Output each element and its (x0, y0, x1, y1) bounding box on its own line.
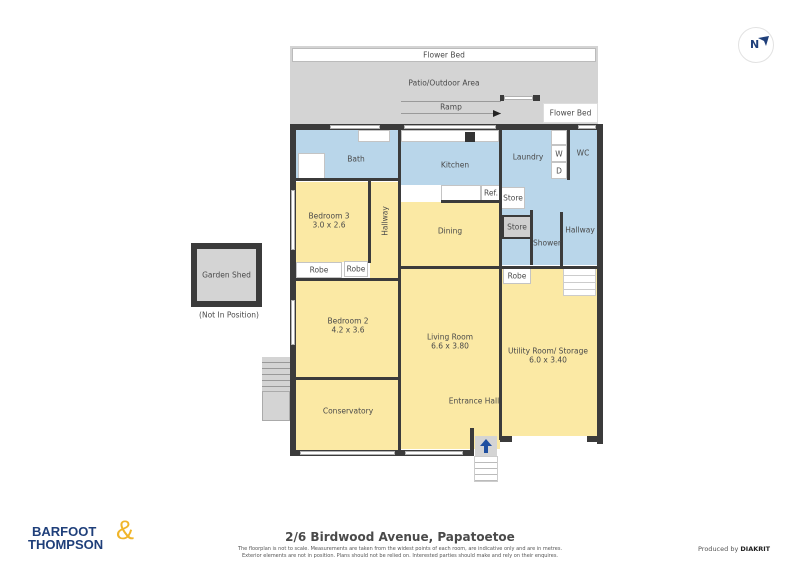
wall-internal (296, 178, 400, 181)
fridge: Ref. (481, 185, 501, 201)
window (405, 451, 463, 455)
robe-1: Robe (296, 262, 342, 278)
patio-label: Patio/Outdoor Area (408, 78, 480, 88)
wall-internal (441, 200, 501, 203)
garden-shed-note: (Not In Position) (199, 310, 259, 320)
robe-2: Robe (344, 261, 368, 277)
label-shower: Shower (533, 238, 561, 248)
washer: W (551, 145, 567, 162)
label-dining: Dining (437, 226, 463, 236)
garden-shed: Garden Shed (191, 243, 262, 307)
disclaimer: The floorplan is not to scale. Measureme… (237, 546, 563, 559)
kitchen-bench (401, 130, 499, 142)
wall-west (290, 124, 296, 456)
entry-arrow-icon (480, 439, 492, 453)
room-dining (400, 202, 500, 267)
label-hallway-right: Hallway (565, 225, 595, 235)
compass: N (738, 27, 774, 63)
entry-stairs (474, 456, 498, 482)
wall-internal (296, 278, 400, 281)
wall-internal (560, 212, 563, 266)
address-title: 2/6 Birdwood Avenue, Papatoetoe (285, 530, 515, 544)
ramp: Ramp (401, 101, 501, 125)
flower-bed-right: Flower Bed (543, 103, 598, 123)
wall-internal (499, 130, 502, 440)
sink-laundry (551, 130, 567, 145)
garage-doors (512, 436, 587, 442)
label-hallway-left: Hallway (380, 206, 390, 236)
brand-logo: BARFOOT THOMPSON & (28, 515, 135, 552)
window (291, 190, 295, 250)
label-entrance: Entrance Hall (448, 396, 500, 406)
store-2: Store (502, 215, 532, 239)
wall-internal (368, 178, 371, 263)
wall-entrance (470, 428, 474, 456)
kitchen-counter (441, 185, 481, 201)
stairs-conservatory (262, 357, 290, 391)
window (404, 125, 496, 129)
wall-internal (567, 130, 570, 180)
room-utility (502, 268, 597, 436)
bath-tub (298, 153, 325, 179)
stairs-utility (563, 268, 596, 296)
wall-internal (400, 266, 600, 269)
window (291, 300, 295, 345)
window (330, 125, 380, 129)
wall-internal (530, 210, 533, 265)
label-bath: Bath (347, 154, 365, 164)
flower-bed-top: Flower Bed (292, 48, 596, 62)
window (300, 451, 395, 455)
ramp-arrow-icon (493, 110, 501, 117)
window (578, 125, 596, 129)
entry-step (475, 436, 497, 456)
produced-by: Produced by DIAKRIT (698, 545, 771, 553)
room-bedroom2 (296, 280, 398, 378)
label-wc: WC (576, 148, 590, 158)
wall-east (597, 124, 603, 444)
wall-internal (398, 130, 401, 452)
room-conservatory (296, 380, 400, 450)
compass-letter: N (750, 38, 760, 51)
room-bedroom3 (296, 182, 370, 262)
label-conservatory: Conservatory (322, 406, 374, 416)
room-hallway-left (370, 182, 398, 278)
ramp-landing (500, 95, 540, 125)
cooktop-icon (465, 132, 475, 142)
landing-conservatory (262, 391, 290, 421)
label-kitchen: Kitchen (440, 160, 470, 170)
store-1: Store (501, 187, 525, 209)
robe-3: Robe (503, 268, 531, 284)
vanity (358, 130, 390, 142)
room-living (400, 269, 500, 449)
dryer: D (551, 162, 567, 179)
north-arrow-icon (758, 36, 769, 46)
wall-internal (296, 377, 400, 380)
label-laundry: Laundry (512, 152, 544, 162)
